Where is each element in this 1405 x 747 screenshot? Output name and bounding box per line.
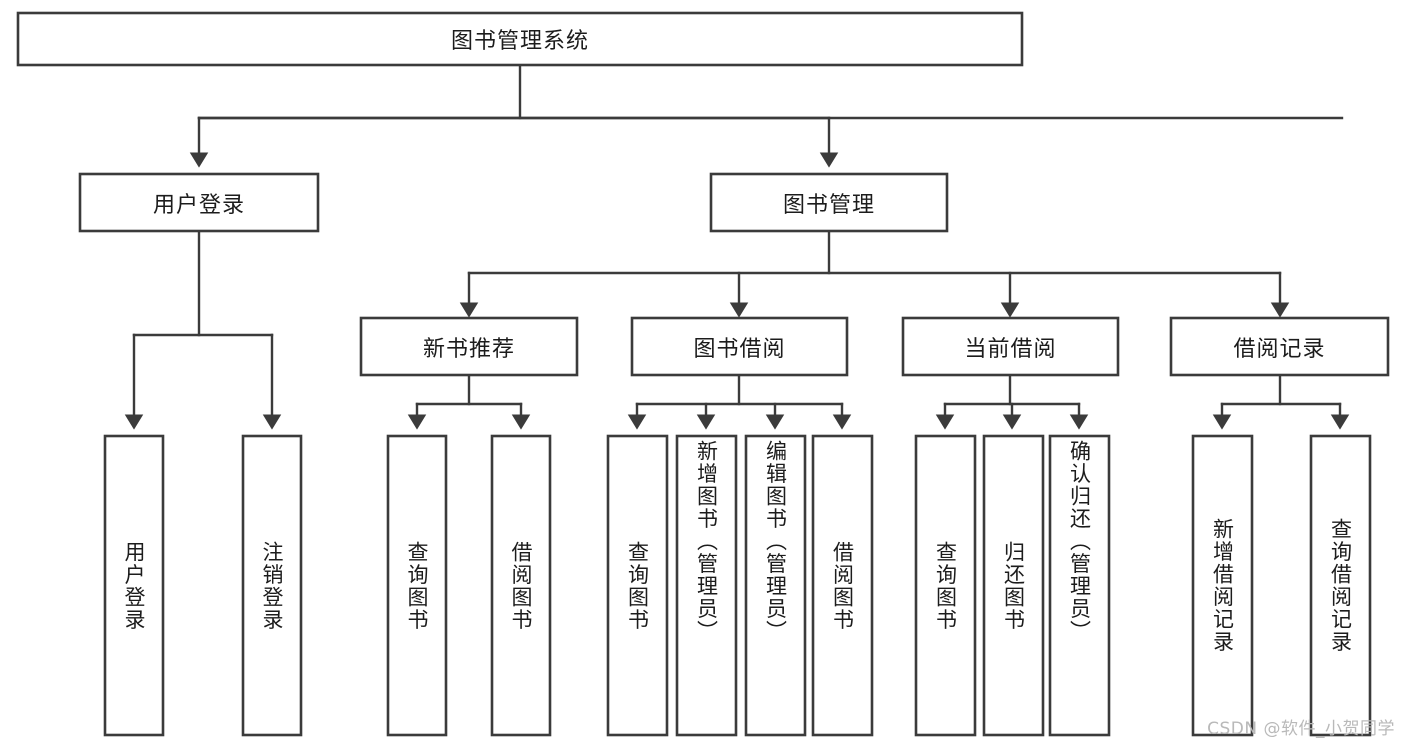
leaf-book-borrow-3[interactable] [811, 434, 874, 737]
leaf-book-borrow-1[interactable] [675, 434, 738, 737]
connector-root-to-level2 [189, 63, 1344, 168]
csdn-watermark: CSDN @软件_小贺同学 [1207, 719, 1395, 739]
node-book-borrow[interactable] [630, 316, 849, 377]
connector-bookmgmt-to-level3 [459, 229, 1290, 318]
leaf-user-login-0[interactable] [103, 434, 165, 737]
node-current-borrow[interactable] [901, 316, 1120, 377]
node-borrow-record[interactable] [1169, 316, 1390, 377]
leaf-book-borrow-2[interactable] [744, 434, 807, 737]
leaf-borrow-record-0[interactable] [1191, 434, 1254, 737]
connector-current-to-leaves [935, 373, 1089, 430]
leaf-current-borrow-2[interactable] [1048, 434, 1111, 737]
node-book-management[interactable] [709, 172, 949, 233]
node-root[interactable] [16, 11, 1024, 67]
connector-newbook-to-leaves [407, 373, 531, 430]
leaf-current-borrow-1[interactable] [982, 434, 1045, 737]
leaf-current-borrow-0[interactable] [914, 434, 977, 737]
leaf-user-login-1[interactable] [241, 434, 303, 737]
leaf-borrow-record-1[interactable] [1309, 434, 1372, 737]
leaf-new-book-0[interactable] [386, 434, 448, 737]
leaf-new-book-1[interactable] [490, 434, 552, 737]
node-new-book-recommend[interactable] [359, 316, 579, 377]
connector-borrow-to-leaves [627, 373, 852, 430]
connector-userlogin-to-leaves [124, 229, 282, 430]
connector-record-to-leaves [1212, 373, 1350, 430]
node-user-login[interactable] [78, 172, 320, 233]
leaf-book-borrow-0[interactable] [606, 434, 669, 737]
